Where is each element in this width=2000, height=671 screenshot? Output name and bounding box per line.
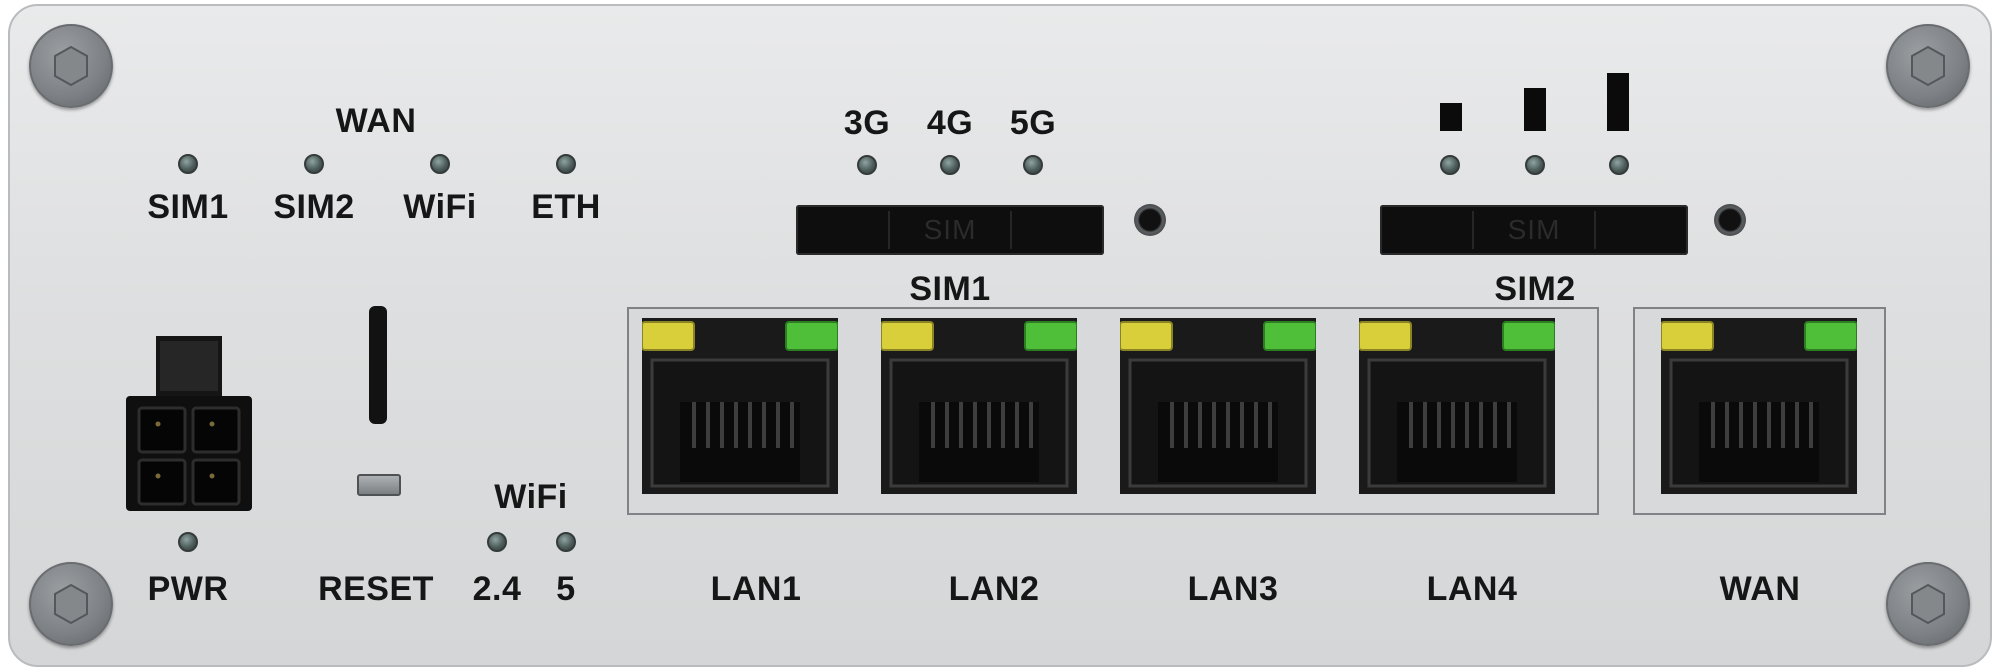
- sim1-slot-divider: [888, 211, 1012, 249]
- led-pwr: [178, 532, 198, 552]
- lan2-led-green: [1024, 321, 1077, 351]
- label-lan3: LAN3: [1187, 570, 1279, 608]
- led-wifi-5: [556, 532, 576, 552]
- label-sim1-slot: SIM1: [909, 270, 991, 308]
- sim2-slot[interactable]: SIM: [1380, 205, 1688, 255]
- led-3g: [857, 155, 877, 175]
- label-sim2: SIM2: [273, 188, 355, 226]
- led-wifi-wan: [430, 154, 450, 174]
- screw-top-right: [1886, 24, 1970, 108]
- lan4-port[interactable]: [1359, 318, 1555, 494]
- led-4g: [940, 155, 960, 175]
- hex-screw-icon: [54, 45, 88, 87]
- led-sim1: [178, 154, 198, 174]
- lan3-led-green: [1263, 321, 1316, 351]
- hex-screw-icon: [1911, 45, 1945, 87]
- sim2-slot-text: SIM: [1507, 214, 1561, 245]
- wan-port[interactable]: [1661, 318, 1857, 494]
- lan3-port[interactable]: [1120, 318, 1316, 494]
- lan4-led-yellow: [1359, 321, 1412, 351]
- sim2-eject-hole[interactable]: [1714, 204, 1746, 236]
- lan1-port[interactable]: [642, 318, 838, 494]
- label-wifi-5: 5: [556, 570, 576, 608]
- hex-screw-icon: [1911, 583, 1945, 625]
- reset-button[interactable]: [357, 474, 401, 496]
- sim1-slot-text: SIM: [923, 214, 977, 245]
- label-eth: ETH: [531, 188, 601, 226]
- lan2-led-yellow: [881, 321, 934, 351]
- led-5g: [1023, 155, 1043, 175]
- led-signal-2: [1525, 155, 1545, 175]
- micro-slot[interactable]: [369, 306, 387, 424]
- label-sim1: SIM1: [147, 188, 229, 226]
- label-lan2: LAN2: [948, 570, 1040, 608]
- led-wifi-24: [487, 532, 507, 552]
- screw-top-left: [29, 24, 113, 108]
- power-connector-icon[interactable]: [126, 336, 252, 511]
- led-sim2: [304, 154, 324, 174]
- label-wifi-wan: WiFi: [403, 188, 477, 226]
- screw-bottom-right: [1886, 562, 1970, 646]
- label-lan4: LAN4: [1426, 570, 1518, 608]
- label-lan1: LAN1: [710, 570, 802, 608]
- label-3g: 3G: [843, 104, 891, 142]
- sim1-eject-hole[interactable]: [1134, 204, 1166, 236]
- label-reset: RESET: [318, 570, 434, 608]
- wan-led-group-title: WAN: [335, 102, 417, 140]
- label-wifi-band: WiFi: [494, 478, 568, 516]
- hex-screw-icon: [54, 583, 88, 625]
- led-signal-3: [1609, 155, 1629, 175]
- sim1-slot[interactable]: SIM: [796, 205, 1104, 255]
- label-pwr: PWR: [147, 570, 229, 608]
- signal-bar-icon-high: [1607, 73, 1629, 131]
- label-4g: 4G: [926, 104, 974, 142]
- screw-bottom-left: [29, 562, 113, 646]
- wan-led-green: [1804, 321, 1857, 351]
- label-wifi-24: 2.4: [472, 570, 522, 608]
- signal-bar-icon-low: [1440, 103, 1462, 131]
- signal-bar-icon-mid: [1524, 88, 1546, 131]
- lan4-led-green: [1502, 321, 1555, 351]
- wan-led-yellow: [1661, 321, 1714, 351]
- label-wan-port: WAN: [1719, 570, 1801, 608]
- lan2-port[interactable]: [881, 318, 1077, 494]
- sim2-slot-divider: [1472, 211, 1596, 249]
- led-eth: [556, 154, 576, 174]
- label-sim2-slot: SIM2: [1494, 270, 1576, 308]
- led-signal-1: [1440, 155, 1460, 175]
- label-5g: 5G: [1009, 104, 1057, 142]
- lan1-led-yellow: [642, 321, 695, 351]
- lan3-led-yellow: [1120, 321, 1173, 351]
- lan1-led-green: [785, 321, 838, 351]
